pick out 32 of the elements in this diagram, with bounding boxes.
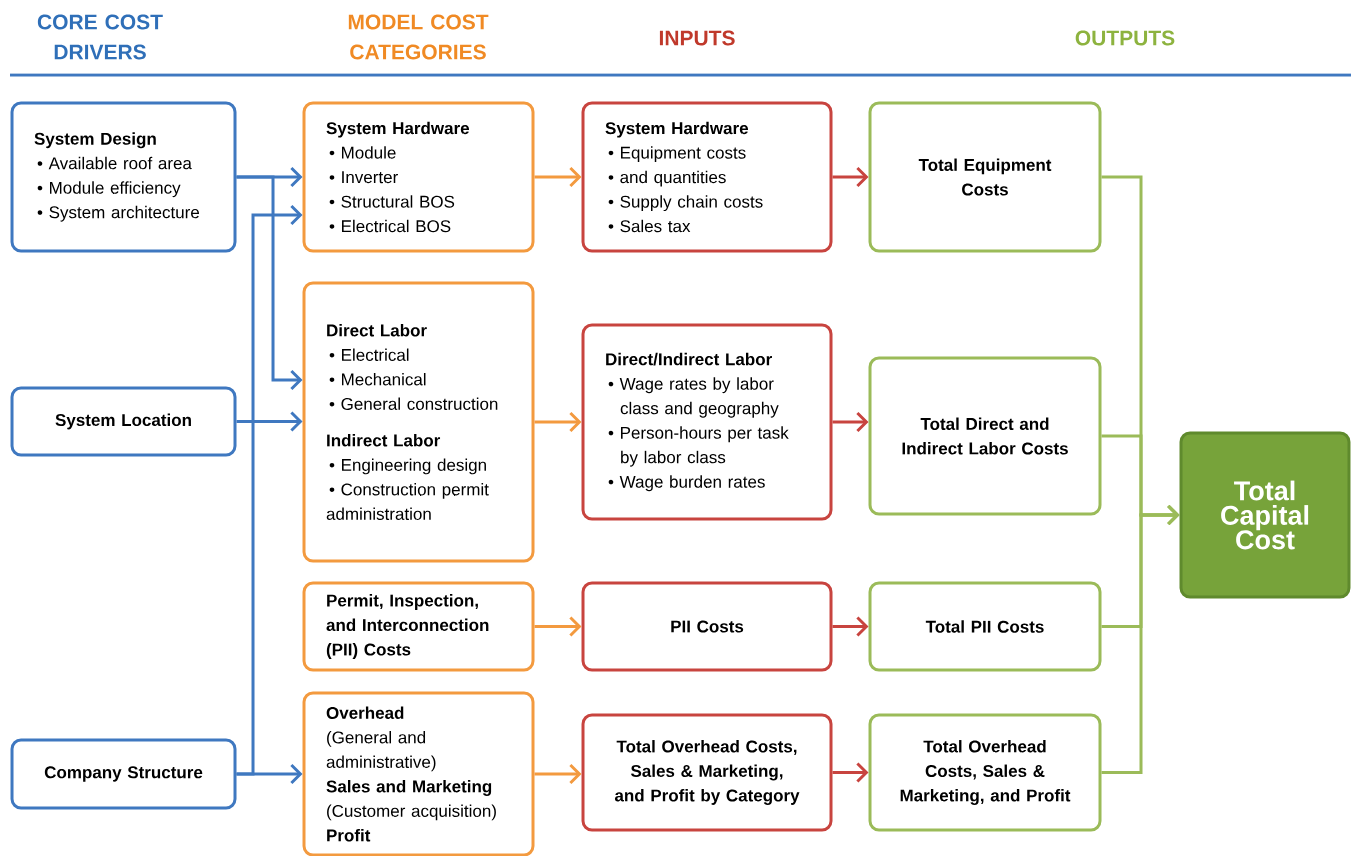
process-box: System Location bbox=[10, 386, 237, 457]
arrow bbox=[832, 762, 869, 783]
column-heading: OUTPUTS bbox=[1075, 30, 1175, 46]
process-box: Permit, Inspection, and Interconnection (PII) Costs bbox=[302, 581, 535, 672]
process-box: Total Overhead Costs, Sales & Marketing, and Profit by Category bbox=[581, 713, 833, 832]
arrow bbox=[534, 763, 582, 785]
arrow bbox=[236, 763, 303, 785]
process-box: Total Direct and Indirect Labor Costs bbox=[868, 356, 1102, 516]
arrow bbox=[534, 411, 582, 433]
process-box: System Hardware • Equipment costs • and quantities • Supply chain costs • Sales tax bbox=[581, 101, 833, 253]
process-box: Total Equipment Costs bbox=[868, 101, 1102, 253]
process-box: Company Structure bbox=[10, 738, 237, 810]
arrow bbox=[832, 166, 869, 188]
process-box: Direct Labor • Electrical • Mechanical • General construction Indirect Labor • Engineering design • Construction permit administration bbox=[302, 281, 535, 563]
arrow bbox=[832, 411, 869, 433]
arrow bbox=[1101, 504, 1180, 774]
column-heading: INPUTS bbox=[659, 30, 735, 46]
process-box: Overhead (General and administrative) Sales and Marketing (Customer acquisition) Profit bbox=[302, 691, 535, 856]
process-box: Direct/Indirect Labor • Wage rates by labor class and geography • Person-hours per task by labor class • Wage burden rates bbox=[581, 323, 833, 521]
column-heading: CORE COST DRIVERS bbox=[37, 14, 163, 60]
arrow bbox=[832, 616, 869, 637]
process-box: PII Costs bbox=[581, 581, 833, 672]
arrow bbox=[236, 411, 303, 432]
arrow bbox=[236, 175, 303, 391]
total-box: Total Capital Cost bbox=[1179, 431, 1351, 599]
process-box: System Design • Available roof area • Module efficiency • System architecture bbox=[10, 101, 237, 253]
process-box: Total PII Costs bbox=[868, 581, 1102, 672]
process-box: Total Overhead Costs, Sales & Marketing, and Profit bbox=[868, 713, 1102, 832]
column-heading: MODEL COST CATEGORIES bbox=[348, 14, 489, 60]
arrow bbox=[534, 166, 582, 188]
process-box: System Hardware • Module • Inverter • Structural BOS • Electrical BOS bbox=[302, 101, 535, 253]
arrow bbox=[534, 616, 582, 637]
